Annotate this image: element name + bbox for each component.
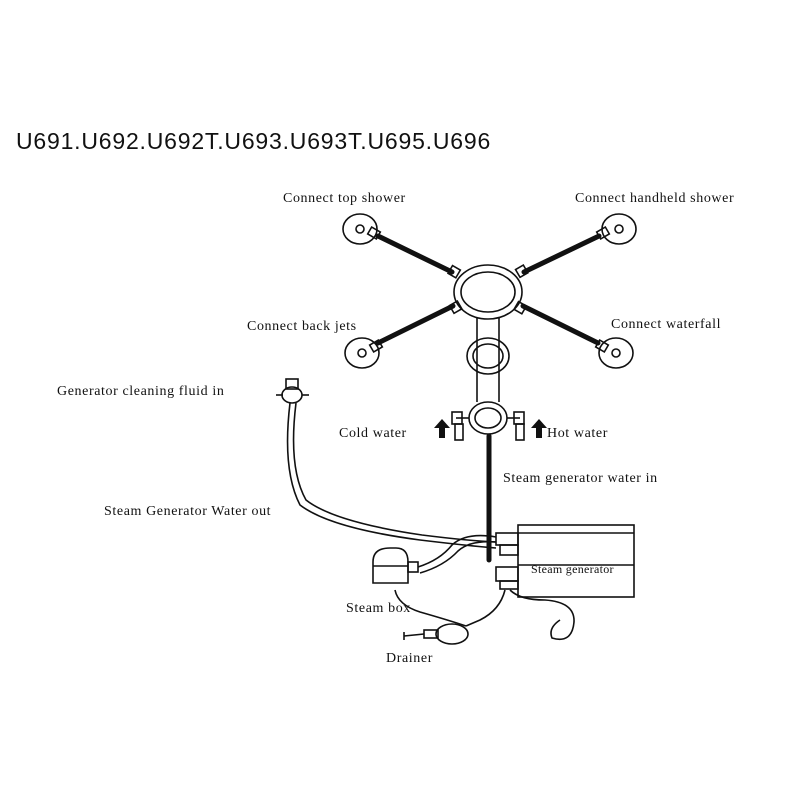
label-steam-water-out: Steam Generator Water out	[104, 504, 272, 519]
label-cold-water: Cold water	[339, 426, 407, 441]
label-handheld-shower: Connect handheld shower	[575, 191, 735, 206]
label-waterfall: Connect waterfall	[611, 317, 722, 332]
label-top-shower: Connect top shower	[283, 191, 406, 206]
label-hot-water: Hot water	[547, 426, 608, 441]
hot-water-arrow	[531, 419, 547, 438]
label-drainer: Drainer	[386, 651, 433, 666]
drainer	[403, 623, 469, 645]
hose-waterfall	[520, 303, 601, 346]
waterfall-outlet	[598, 337, 634, 369]
hose-handheld-shower	[521, 233, 602, 275]
label-cleaning-fluid: Generator cleaning fluid in	[57, 384, 225, 399]
hose-back-jets	[375, 303, 456, 346]
middle-valve	[466, 337, 510, 375]
top-shower-outlet	[342, 213, 378, 245]
steam-generator-box	[517, 524, 635, 598]
mixer-valve	[456, 401, 520, 435]
label-steam-water-in: Steam generator water in	[503, 471, 658, 486]
diverter-hub	[453, 264, 523, 320]
label-steam-generator: Steam generator	[531, 562, 614, 576]
model-numbers-title: U691.U692.U692T.U693.U693T.U695.U696	[16, 128, 492, 154]
hose-top-shower	[375, 233, 455, 275]
label-steam-box: Steam box	[346, 601, 411, 616]
cleaning-fluid-funnel	[276, 378, 309, 404]
label-back-jets: Connect back jets	[247, 319, 357, 334]
steam-box	[372, 547, 419, 584]
cold-water-arrow	[434, 419, 450, 438]
back-jets-outlet	[344, 337, 380, 369]
